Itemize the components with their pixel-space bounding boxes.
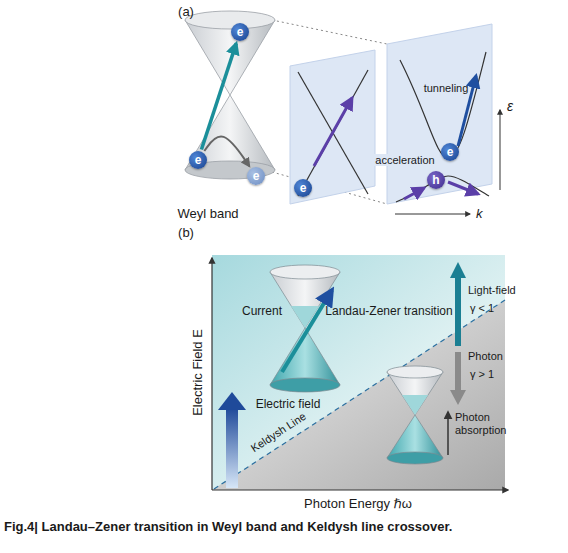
figure-caption: Fig.4| Landau–Zener transition in Weyl b… [4,520,452,535]
figure-label: Electric Field E [191,329,206,416]
figure-label: (a) [178,5,194,20]
electron-particle: e [441,143,459,161]
figure-label: tunneling [424,82,469,95]
band-panel [387,24,492,204]
figure-label: Photon Energy ℏω [304,497,412,512]
band-panel [290,50,375,204]
figure-label: Landau-Zener transition [325,305,452,319]
particle-symbol: e [195,154,202,166]
figure-label: Weyl band [177,207,238,222]
current-arrow [282,290,332,372]
figure-label: γ > 1 [470,368,494,381]
electron-particle: e [294,179,312,197]
regime-arrows [450,262,466,405]
absorption-arrow [447,412,449,455]
figure-label: Electric field [256,398,321,412]
zoom-lines [272,20,387,204]
figure-label: ε [507,98,513,114]
particle-symbol: h [432,174,439,186]
particle-symbol: e [447,146,454,158]
weyl-cone [270,265,340,392]
transition-arrow [201,43,236,149]
hole-particle: h [427,171,445,189]
particle-symbol: e [253,170,260,182]
figure-label: Light-field [468,284,516,297]
particle-symbol: e [300,182,307,194]
figure-label: (b) [178,226,194,241]
transition-arrow [204,136,249,166]
weyl-cone [387,366,443,464]
figure-label: γ < 1 [470,302,494,315]
electron-particle: e [189,151,207,169]
field-arrow [218,392,246,488]
electron-particle: e [247,167,265,185]
figure-label: acceleration [373,154,436,167]
figure-label: k [476,207,483,222]
figure-label: Photon absorption [455,411,517,436]
weyl-cone [185,11,275,179]
particle-symbol: e [237,26,244,38]
figure-label: Current [242,305,282,319]
phase-diagram [212,255,508,490]
figure-label: Photon [468,350,503,363]
electron-particle: e [231,23,249,41]
